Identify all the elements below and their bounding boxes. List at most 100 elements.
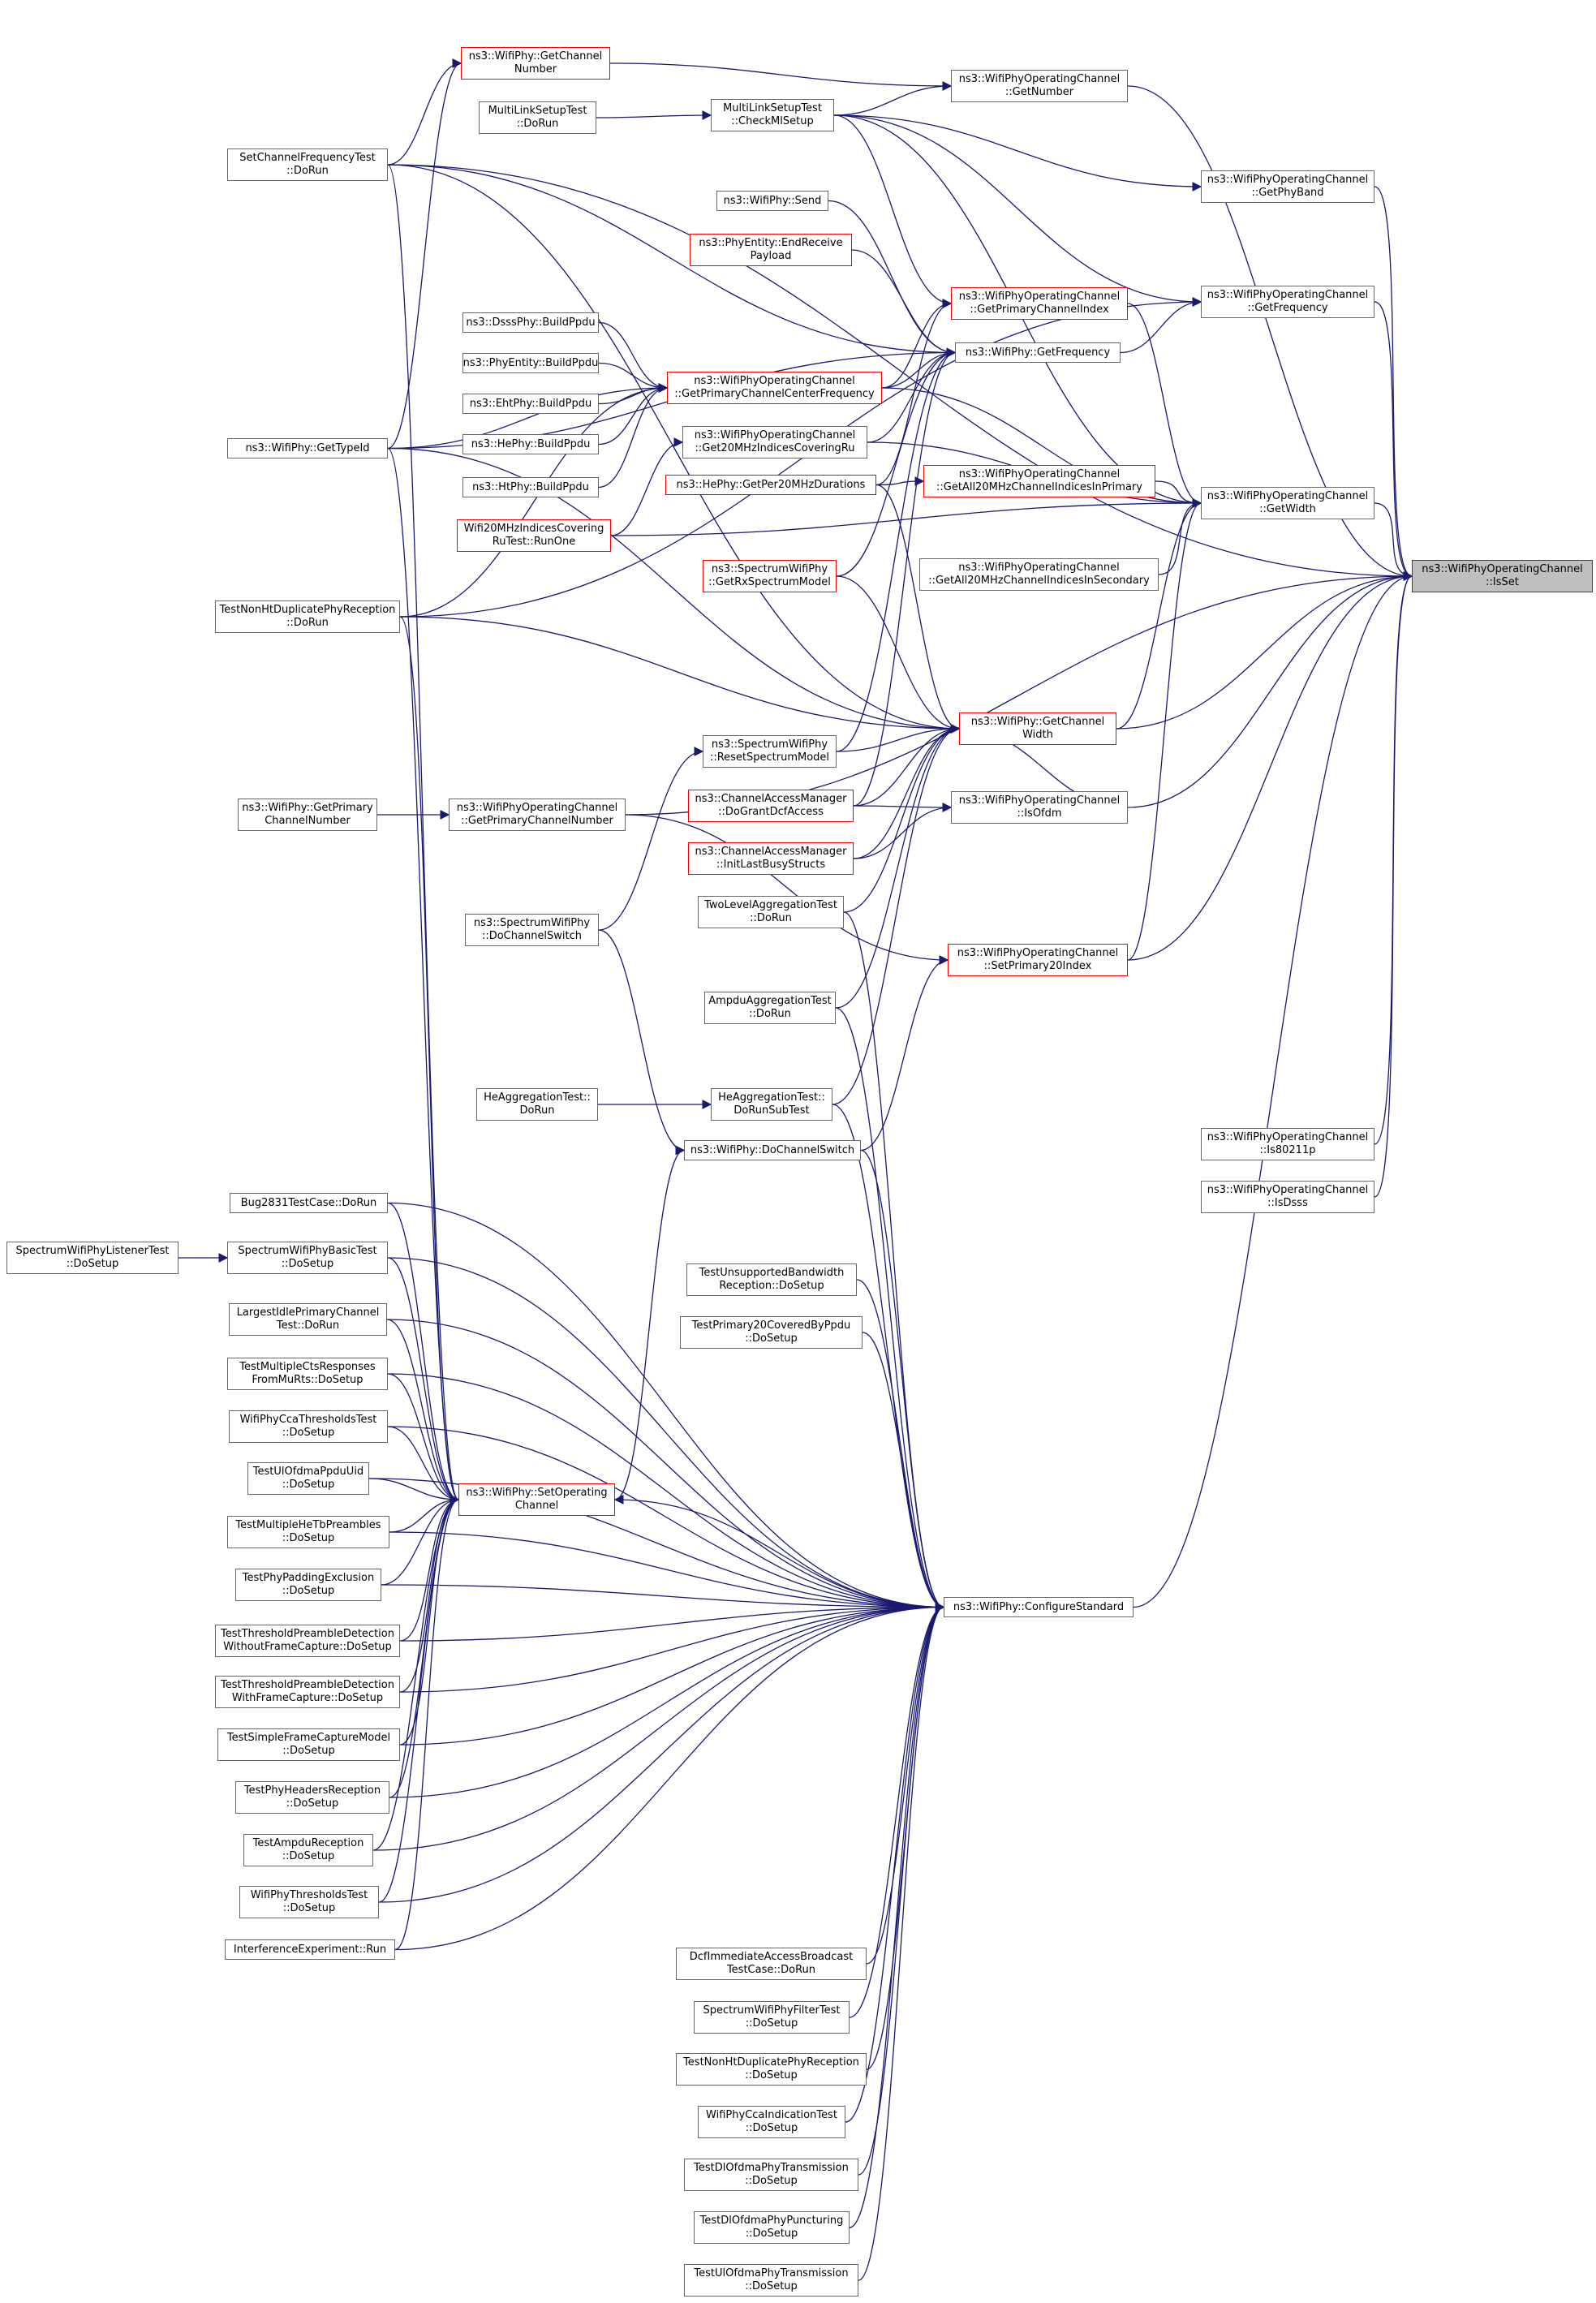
node-ulofdmtx[interactable]: TestUlOfdmaPhyTransmission::DoSetup (684, 2264, 858, 2297)
node-gettypeid[interactable]: ns3::WifiPhy::GetTypeId (227, 438, 388, 458)
node-nonhtsetup[interactable]: TestNonHtDuplicatePhyReception::DoSetup (676, 2053, 867, 2086)
node-headersrx[interactable]: TestPhyHeadersReception::DoSetup (235, 1781, 389, 1814)
node-resetspec[interactable]: ns3::SpectrumWifiPhy::ResetSpectrumModel (703, 735, 837, 768)
node-getall20sec[interactable]: ns3::WifiPhyOperatingChannel::GetAll20MH… (919, 558, 1159, 591)
node-isset[interactable]: ns3::WifiPhyOperatingChannel::IsSet (1412, 560, 1593, 592)
node-phyentitybuild[interactable]: ns3::PhyEntity::BuildPpdu (462, 353, 599, 373)
node-label-line: TestUnsupportedBandwidth (699, 1267, 845, 1279)
node-getfrequency[interactable]: ns3::WifiPhy::GetFrequency (955, 342, 1121, 363)
node-ulofdmuid[interactable]: TestUlOfdmaPpduUid::DoSetup (247, 1462, 369, 1495)
edge-getper20-to-getall20prim (875, 476, 925, 486)
node-label-line: ::CheckMlSetup (731, 115, 814, 127)
node-getfrequency_oc[interactable]: ns3::WifiPhyOperatingChannel::GetFrequen… (1201, 286, 1374, 318)
node-dogrant[interactable]: ns3::ChannelAccessManager::DoGrantDcfAcc… (688, 790, 854, 822)
edge-threshwith-to-configstd (399, 1602, 945, 1693)
edge-get20covru-to-getfrequency (867, 347, 957, 443)
node-label-line: ns3::WifiPhyOperatingChannel (1207, 1184, 1369, 1196)
node-ocgetprimchnum[interactable]: ns3::WifiPhyOperatingChannel::GetPrimary… (449, 799, 626, 831)
node-label-line: ::IsSet (1486, 576, 1519, 588)
node-is80211p[interactable]: ns3::WifiPhyOperatingChannel::Is80211p (1201, 1128, 1374, 1160)
node-hebuild[interactable]: ns3::HePhy::BuildPpdu (462, 434, 599, 454)
node-label-line: ::DoSetup (282, 1745, 335, 1757)
node-hedorun[interactable]: HeAggregationTest::DoRun (476, 1088, 598, 1121)
node-label-line: ChannelNumber (265, 815, 351, 827)
node-padding[interactable]: TestPhyPaddingExclusion::DoSetup (235, 1569, 381, 1601)
edge-ampdurx-to-setopch (372, 1495, 460, 1851)
node-ampdurx[interactable]: TestAmpduReception::DoSetup (243, 1834, 373, 1866)
edge-ccathresh-to-configstd (387, 1426, 945, 1612)
node-label-line: ::InitLastBusyStructs (716, 859, 826, 871)
node-ccathresh[interactable]: WifiPhyCcaThresholdsTest::DoSetup (229, 1410, 388, 1443)
node-interfexp[interactable]: InterferenceExperiment::Run (225, 1939, 395, 1960)
node-isofdm[interactable]: ns3::WifiPhyOperatingChannel::IsOfdm (951, 791, 1128, 824)
edge-ccathresh-to-setopch (387, 1426, 460, 1504)
node-bug2831[interactable]: Bug2831TestCase::DoRun (230, 1193, 388, 1213)
node-label-line: ns3::SpectrumWifiPhy (473, 917, 591, 929)
node-phythresh[interactable]: WifiPhyThresholdsTest::DoSetup (239, 1886, 379, 1918)
node-twolevel[interactable]: TwoLevelAggregationTest::DoRun (698, 896, 844, 928)
node-isdsss[interactable]: ns3::WifiPhyOperatingChannel::IsDsss (1201, 1181, 1374, 1213)
node-dsssbuild[interactable]: ns3::DsssPhy::BuildPpdu (462, 312, 599, 333)
edge-getrxspec-to-getfrequency (836, 347, 957, 577)
node-getwidth[interactable]: ns3::WifiPhyOperatingChannel::GetWidth (1201, 487, 1374, 519)
node-getprimccf[interactable]: ns3::WifiPhyOperatingChannel::GetPrimary… (667, 372, 882, 404)
node-swpfilter[interactable]: SpectrumWifiPhyFilterTest::DoSetup (694, 2001, 850, 2034)
node-swpdochsw[interactable]: ns3::SpectrumWifiPhy::DoChannelSwitch (465, 914, 599, 946)
node-label-line: HeAggregationTest:: (718, 1091, 825, 1104)
node-wpdochsw[interactable]: ns3::WifiPhy::DoChannelSwitch (684, 1140, 861, 1160)
node-mlsdorun[interactable]: MultiLinkSetupTest::DoRun (479, 101, 596, 134)
node-getall20prim[interactable]: ns3::WifiPhyOperatingChannel::GetAll20MH… (923, 465, 1155, 497)
node-dlofdmpunct[interactable]: TestDlOfdmaPhyPuncturing::DoSetup (694, 2211, 850, 2244)
edge-getprimccf-to-getprimchidx (881, 299, 953, 389)
node-getnumber[interactable]: ns3::WifiPhyOperatingChannel::GetNumber (951, 70, 1128, 102)
edge-getper20-to-getchwidth (875, 484, 961, 734)
node-ampdu[interactable]: AmpduAggregationTest::DoRun (704, 992, 836, 1024)
edge-padding-to-configstd (381, 1584, 945, 1612)
node-nonhtdorun[interactable]: TestNonHtDuplicatePhyReception::DoRun (215, 601, 400, 633)
node-setprim20[interactable]: ns3::WifiPhyOperatingChannel::SetPrimary… (948, 944, 1128, 976)
edge-gettypeid-to-getprimccf (387, 383, 669, 450)
node-swplistener[interactable]: SpectrumWifiPhyListenerTest::DoSetup (6, 1242, 179, 1274)
edge-ampdurx-to-configstd (372, 1602, 945, 1851)
node-wifiphysend[interactable]: ns3::WifiPhy::Send (716, 191, 828, 211)
node-swpbasic[interactable]: SpectrumWifiPhyBasicTest::DoSetup (227, 1242, 388, 1274)
node-multihetb[interactable]: TestMultipleHeTbPreambles::DoSetup (227, 1516, 389, 1548)
node-getphyband[interactable]: ns3::WifiPhyOperatingChannel::GetPhyBand (1201, 170, 1374, 203)
node-label-line: ::GetPrimaryChannelNumber (461, 815, 613, 827)
node-ehtbuild[interactable]: ns3::EhtPhy::BuildPpdu (462, 394, 599, 414)
node-getrxspec[interactable]: ns3::SpectrumWifiPhy::GetRxSpectrumModel (703, 560, 837, 592)
node-getper20[interactable]: ns3::HePhy::GetPer20MHzDurations (665, 475, 876, 495)
node-setchfreq[interactable]: SetChannelFrequencyTest::DoRun (227, 149, 388, 181)
node-getprimchidx[interactable]: ns3::WifiPhyOperatingChannel::GetPrimary… (951, 287, 1128, 320)
edge-interfexp-to-configstd (394, 1602, 945, 1951)
node-checkmlsetup[interactable]: MultiLinkSetupTest::CheckMlSetup (711, 99, 834, 131)
node-htbuild[interactable]: ns3::HtPhy::BuildPpdu (462, 477, 599, 497)
edge-dcfimm-to-configstd (866, 1602, 945, 1965)
edge-threshwo-to-configstd (399, 1602, 945, 1642)
node-dlofdmtx[interactable]: TestDlOfdmaPhyTransmission::DoSetup (684, 2159, 858, 2191)
node-simplefc[interactable]: TestSimpleFrameCaptureModel::DoSetup (217, 1728, 400, 1761)
node-get20covru[interactable]: ns3::WifiPhyOperatingChannel::Get20MHzIn… (682, 426, 867, 458)
node-configstd[interactable]: ns3::WifiPhy::ConfigureStandard (944, 1597, 1134, 1617)
node-initbusy[interactable]: ns3::ChannelAccessManager::InitLastBusyS… (688, 842, 854, 875)
node-prim20cov[interactable]: TestPrimary20CoveredByPpdu::DoSetup (680, 1316, 863, 1349)
node-label-line: ns3::WifiPhy::GetChannel (468, 50, 603, 62)
node-label-line: ::DoSetup (745, 2122, 798, 2134)
node-label-line: Width (1022, 729, 1053, 741)
node-label-line: Test::DoRun (276, 1319, 340, 1332)
node-ccaind[interactable]: WifiPhyCcaIndicationTest::DoSetup (698, 2106, 845, 2138)
node-hesubtest[interactable]: HeAggregationTest::DoRunSubTest (711, 1088, 832, 1121)
